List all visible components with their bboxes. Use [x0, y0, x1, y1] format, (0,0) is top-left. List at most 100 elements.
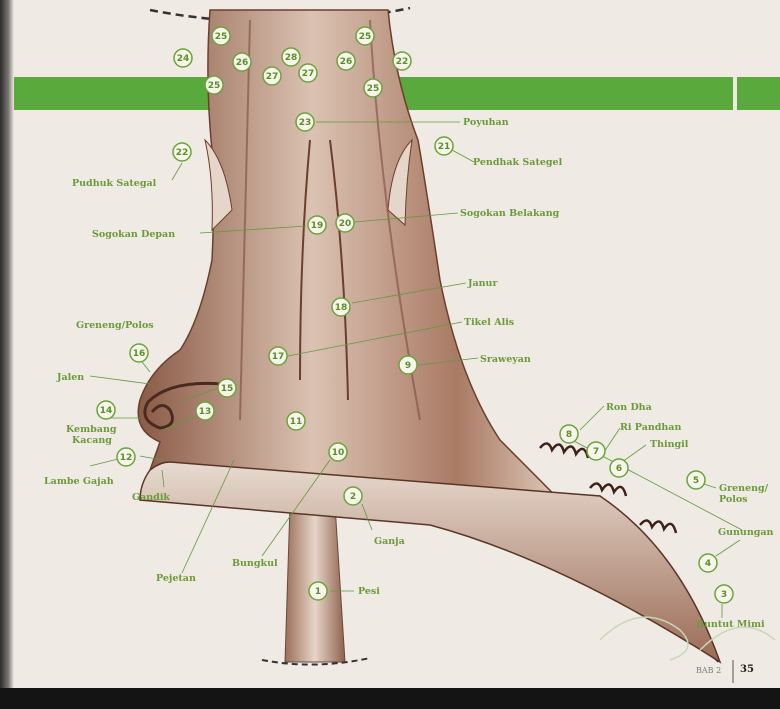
- label-gunungan: Gunungan: [718, 527, 774, 538]
- ganja-shape: [140, 462, 720, 662]
- marker-22b: 22: [173, 143, 191, 161]
- label-sraweyan: Sraweyan: [480, 354, 531, 365]
- leader-greneng-left: [142, 362, 150, 372]
- marker-3: 3: [715, 585, 733, 603]
- label-sogokan-depan: Sogokan Depan: [92, 229, 175, 240]
- marker-text: 7: [593, 447, 599, 457]
- marker-text: 2: [350, 492, 356, 502]
- marker-text: 15: [221, 384, 234, 394]
- marker-25c: 25: [205, 76, 223, 94]
- label-kembang: Kembang: [66, 424, 117, 435]
- marker-text: 24: [177, 54, 190, 64]
- label-tikel-alis: Tikel Alis: [464, 317, 514, 328]
- leader-pendhak: [452, 150, 474, 162]
- marker-16: 16: [130, 344, 148, 362]
- marker-text: 17: [272, 352, 285, 362]
- marker-text: 14: [100, 406, 113, 416]
- marker-27a: 27: [263, 67, 281, 85]
- marker-10: 10: [329, 443, 347, 461]
- marker-text: 1: [315, 587, 321, 597]
- marker-25b: 25: [356, 27, 374, 45]
- marker-text: 13: [199, 407, 212, 417]
- label-ganja: Ganja: [374, 536, 405, 547]
- marker-2: 2: [344, 487, 362, 505]
- marker-text: 21: [438, 142, 451, 152]
- marker-text: 27: [302, 69, 315, 79]
- marker-25a: 25: [212, 27, 230, 45]
- label-janur: Janur: [467, 278, 498, 289]
- marker-18: 18: [332, 298, 350, 316]
- marker-text: 19: [311, 221, 324, 231]
- label-lambe-gajah: Lambe Gajah: [44, 476, 114, 487]
- marker-26a: 26: [233, 53, 251, 71]
- marker-text: 3: [721, 590, 727, 600]
- marker-9: 9: [399, 356, 417, 374]
- label-pejetan: Pejetan: [156, 573, 196, 584]
- label-bungkul: Bungkul: [232, 558, 278, 569]
- marker-text: 16: [133, 349, 146, 359]
- label-jalen: Jalen: [56, 372, 84, 383]
- label-kacang: Kacang: [72, 435, 112, 446]
- marker-12: 12: [117, 448, 135, 466]
- marker-text: 20: [339, 219, 352, 229]
- marker-11: 11: [287, 412, 305, 430]
- marker-26b: 26: [337, 52, 355, 70]
- label-ron-dha: Ron Dha: [606, 402, 652, 413]
- marker-4: 4: [699, 554, 717, 572]
- marker-text: 22: [176, 148, 189, 158]
- label-pesi: Pesi: [358, 586, 380, 597]
- label-ri-pandhan: Ri Pandhan: [620, 422, 681, 433]
- label-pendhak-sategel: Pendhak Sategel: [473, 157, 563, 168]
- page-number: 35: [740, 664, 754, 675]
- leader-gunungan: [716, 540, 740, 556]
- label-gandik: Gandik: [132, 492, 170, 503]
- marker-23: 23: [296, 113, 314, 131]
- marker-20: 20: [336, 214, 354, 232]
- marker-text: 25: [359, 32, 372, 42]
- marker-text: 18: [335, 303, 348, 313]
- leader-jalen: [90, 376, 150, 384]
- marker-25d: 25: [364, 79, 382, 97]
- marker-27b: 27: [299, 64, 317, 82]
- marker-text: 27: [266, 72, 279, 82]
- marker-text: 9: [405, 361, 411, 371]
- marker-text: 23: [299, 118, 312, 128]
- marker-17: 17: [269, 347, 287, 365]
- marker-21: 21: [435, 137, 453, 155]
- marker-7: 7: [587, 442, 605, 460]
- marker-15: 15: [218, 379, 236, 397]
- marker-text: 11: [290, 417, 303, 427]
- label-greneng-right-1: Greneng/: [719, 483, 769, 494]
- marker-text: 22: [396, 57, 409, 67]
- marker-text: 28: [285, 53, 298, 63]
- marker-13: 13: [196, 402, 214, 420]
- marker-text: 25: [367, 84, 380, 94]
- marker-8: 8: [560, 425, 578, 443]
- marker-text: 6: [616, 464, 622, 474]
- marker-19: 19: [308, 216, 326, 234]
- marker-text: 8: [566, 430, 572, 440]
- label-sogokan-belakang: Sogokan Belakang: [460, 208, 560, 219]
- bottom-dark-bar: [0, 688, 780, 709]
- label-greneng-right-2: Polos: [719, 494, 748, 505]
- marker-text: 12: [120, 453, 133, 463]
- marker-text: 10: [332, 448, 345, 458]
- label-pudhuk-sategal: Pudhuk Sategal: [72, 178, 157, 189]
- marker-24: 24: [174, 49, 192, 67]
- marker-text: 25: [215, 32, 228, 42]
- marker-28: 28: [282, 48, 300, 66]
- marker-text: 26: [340, 57, 353, 67]
- marker-text: 26: [236, 58, 249, 68]
- marker-1: 1: [309, 582, 327, 600]
- marker-6: 6: [610, 459, 628, 477]
- label-poyuhan: Poyuhan: [463, 117, 509, 128]
- label-greneng-polos: Greneng/Polos: [76, 320, 154, 331]
- marker-text: 5: [693, 476, 699, 486]
- marker-5: 5: [687, 471, 705, 489]
- leader-pudhuk: [172, 163, 182, 180]
- marker-text: 4: [705, 559, 711, 569]
- leader-ri-pandhan: [604, 428, 620, 452]
- leader-greneng-right: [704, 484, 716, 488]
